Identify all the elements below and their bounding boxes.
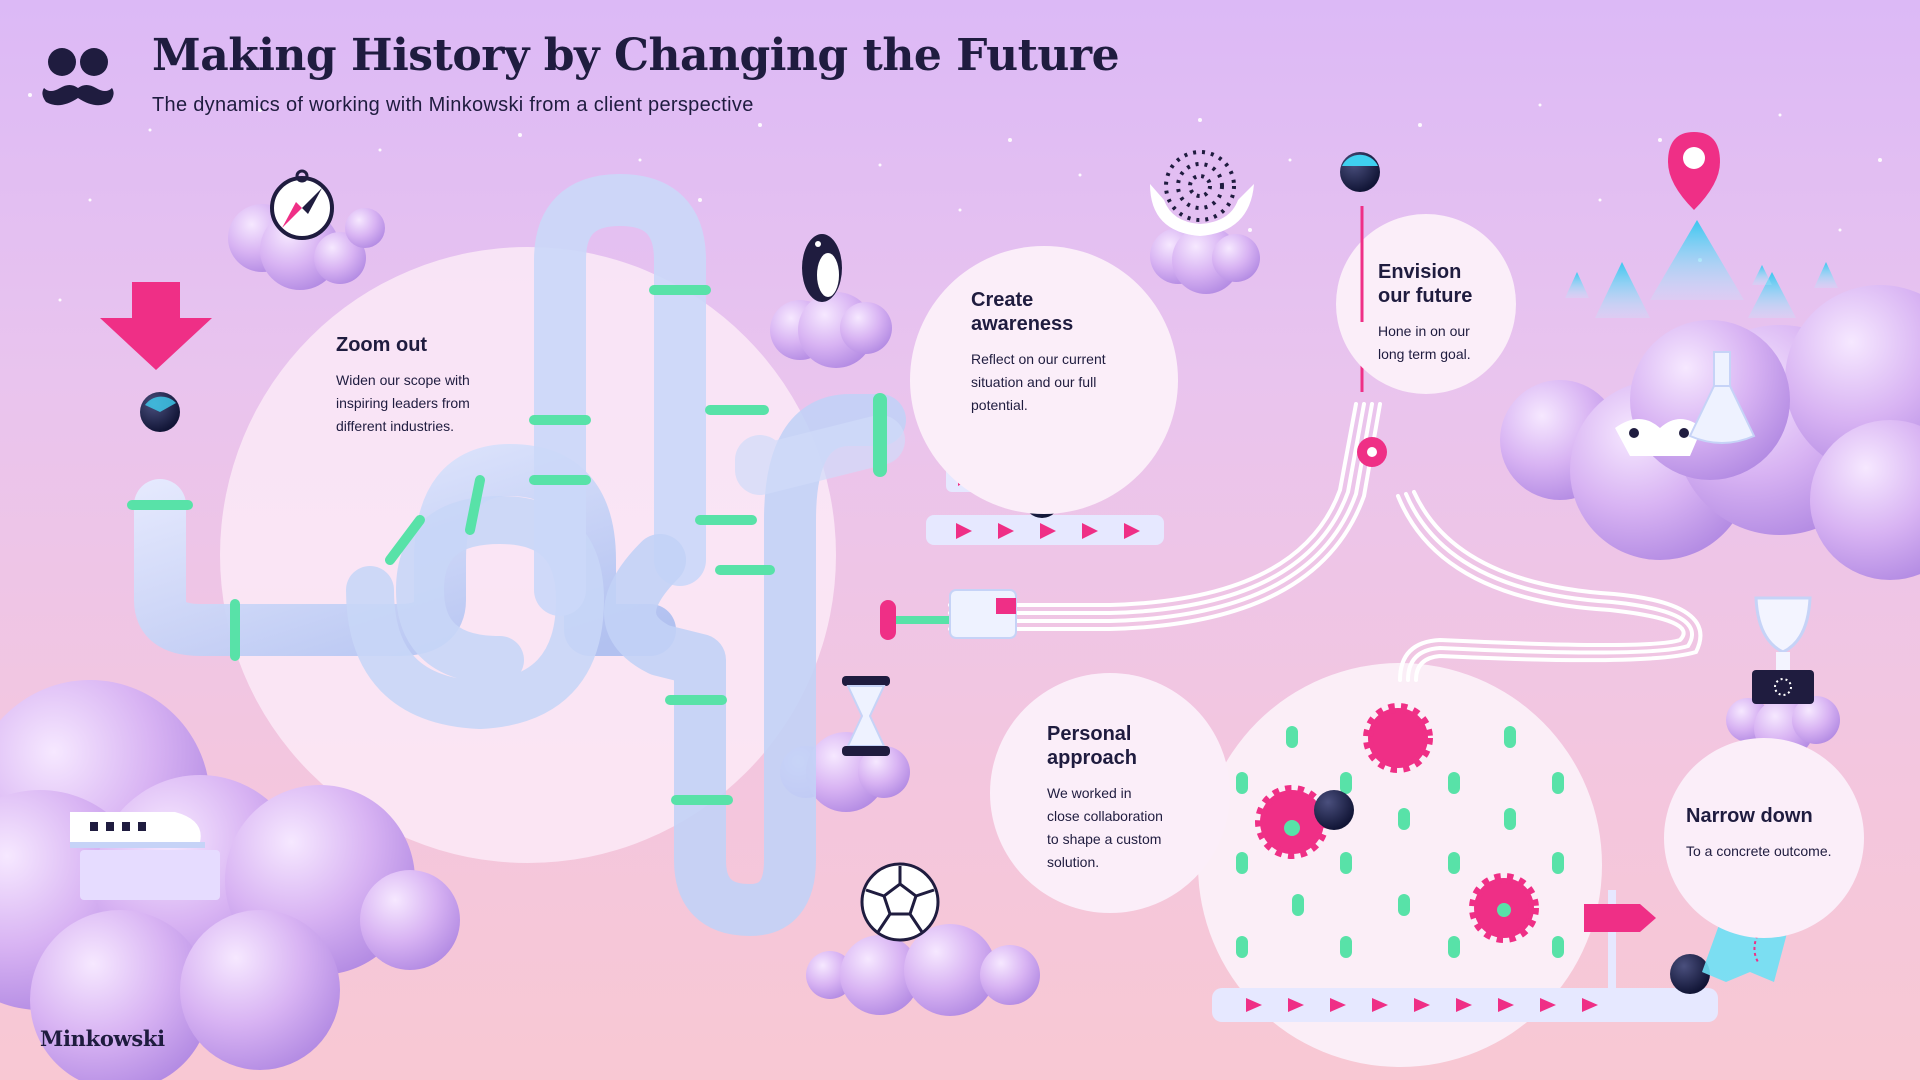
wire-bundle [948,402,1703,682]
step-narrow-down: Narrow down To a concrete outcome. [1686,804,1866,863]
step-title: Zoom out [336,334,428,356]
hourglass-icon [842,676,890,756]
step-personal-approach: Personal approach We worked in close col… [1047,722,1217,874]
game-controller-icon [1615,419,1702,456]
hands-spiral-icon [1150,150,1254,236]
gear-icon [1357,437,1387,467]
hands-spiral-cloud [1150,226,1260,294]
personal-approach-circle [990,673,1230,913]
step-description: Reflect on our current situation and our… [971,351,1106,413]
map-pin-icon [1668,132,1720,210]
step-envision-our-future: Envision our future Hone in on our long … [1378,260,1518,366]
flask-icon [1688,351,1756,444]
step-description: Widen our scope with inspiring leaders f… [336,372,470,434]
stars-decoration [28,93,1902,302]
penguin-icon [802,234,842,302]
create-awareness-circle [910,246,1178,514]
signpost-icon [1584,890,1656,988]
step-title: Create awareness [971,289,1074,335]
train-icon [70,812,220,900]
step-description: We worked in close collaboration to shap… [1047,785,1163,870]
trophy-icon [1752,596,1814,704]
step-description: Hone in on our long term goal. [1378,323,1471,362]
mountains-decoration [1565,220,1838,318]
step-zoom-out: Zoom out Widen our scope with inspiring … [336,333,556,438]
tangled-tube [127,174,906,936]
step-title: Narrow down [1686,805,1813,827]
step-description: To a concrete outcome. [1686,843,1832,859]
down-arrow-icon [100,282,212,370]
step-create-awareness: Create awareness Reflect on our current … [971,288,1171,417]
brand-wordmark: Minkowski [40,1026,165,1051]
bottom-conveyor [1212,954,1718,1022]
narrow-down-circle [1664,738,1864,938]
step-title: Personal approach [1047,723,1138,769]
envision-circle [1336,214,1516,394]
personal-approach-board-circle [1198,663,1602,1067]
soccer-ball-icon [860,862,940,942]
peg-board [1236,703,1564,958]
penguin-cloud [770,292,892,368]
compass-icon [270,169,334,240]
soccer-ball-cloud [806,924,1040,1016]
step-title: Envision our future [1378,261,1473,307]
page-title: Making History by Changing the Future [152,30,1120,81]
plunger [880,589,1017,640]
page-subtitle: The dynamics of working with Minkowski f… [152,94,754,116]
mustache-face-logo [42,48,114,106]
